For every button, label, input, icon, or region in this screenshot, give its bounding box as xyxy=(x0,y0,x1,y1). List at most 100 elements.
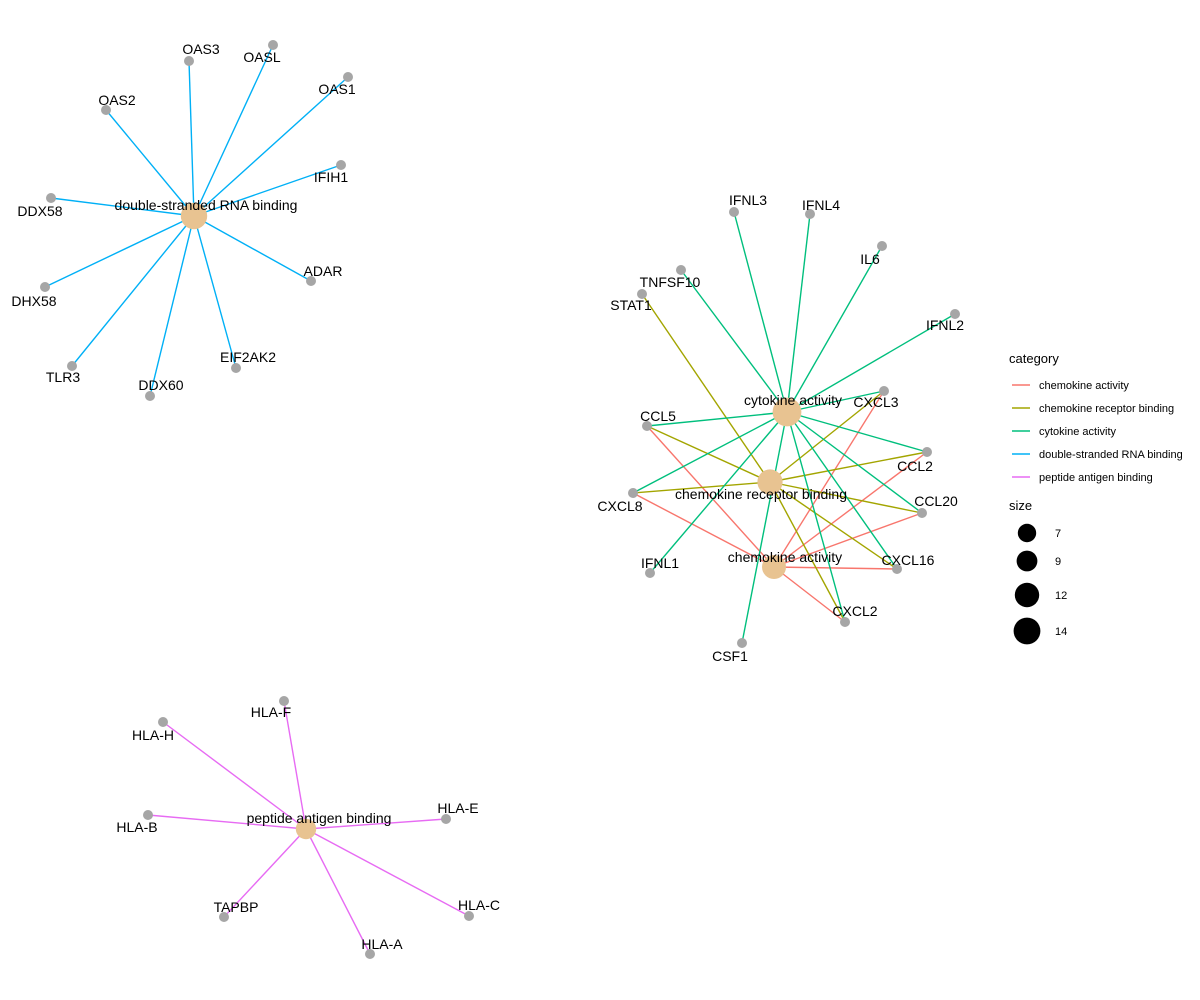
legend-size-label-14: 14 xyxy=(1055,626,1067,638)
gene-label-tapbp: TAPBP xyxy=(214,899,259,915)
edge-cytokine-activity-ifnl2 xyxy=(786,313,956,413)
legend-size-label-9: 9 xyxy=(1055,556,1061,568)
term-label-peptide-antigen-binding: peptide antigen binding xyxy=(247,810,392,826)
edge-cytokine-activity-csf1 xyxy=(741,411,788,644)
edge-cytokine-activity-ifnl3 xyxy=(733,211,788,413)
gene-label-cxcl3: CXCL3 xyxy=(853,394,898,410)
edge-peptide-antigen-binding-hla-h xyxy=(162,721,307,830)
edge-double-stranded-rna-binding-dhx58 xyxy=(44,215,195,288)
network-edges xyxy=(44,44,956,955)
edge-cytokine-activity-ccl2 xyxy=(786,411,928,453)
gene-node-eif2ak2 xyxy=(231,363,241,373)
edge-chemokine-receptor-binding-cxcl2 xyxy=(769,481,846,623)
gene-label-oasl: OASL xyxy=(243,49,281,65)
gene-label-ccl5: CCL5 xyxy=(640,408,676,424)
legend-label-cytokine-activity: cytokine activity xyxy=(1039,426,1117,438)
gene-label-adar: ADAR xyxy=(304,263,343,279)
gene-label-ifnl2: IFNL2 xyxy=(926,317,964,333)
gene-node-stat1 xyxy=(637,289,647,299)
gene-node-hla-a xyxy=(365,949,375,959)
gene-node-ifnl3 xyxy=(729,207,739,217)
edge-double-stranded-rna-binding-ddx58 xyxy=(50,197,195,217)
gene-label-dhx58: DHX58 xyxy=(11,293,56,309)
gene-node-ifnl1 xyxy=(645,568,655,578)
term-node-chemokine-receptor-binding xyxy=(757,469,783,495)
gene-label-cxcl8: CXCL8 xyxy=(597,498,642,514)
edge-peptide-antigen-binding-hla-c xyxy=(305,828,470,917)
legend-size-dot-7 xyxy=(1017,523,1037,543)
gene-node-hla-c xyxy=(464,911,474,921)
gene-node-ifnl4 xyxy=(805,209,815,219)
legend-size-dot-14 xyxy=(1013,617,1041,645)
edge-chemokine-activity-ccl2 xyxy=(773,451,928,568)
term-node-peptide-antigen-binding xyxy=(295,818,317,840)
term-node-chemokine-activity xyxy=(762,555,786,579)
gene-label-tlr3: TLR3 xyxy=(46,369,80,385)
legend-label-chemokine-activity: chemokine activity xyxy=(1039,380,1129,392)
gene-node-tnfsf10 xyxy=(676,265,686,275)
gene-label-ifnl4: IFNL4 xyxy=(802,197,840,213)
gene-node-adar xyxy=(306,276,316,286)
gene-label-hla-b: HLA-B xyxy=(116,819,157,835)
gene-label-ddx60: DDX60 xyxy=(138,377,183,393)
edge-double-stranded-rna-binding-oas1 xyxy=(193,76,349,217)
gene-node-cxcl2 xyxy=(840,617,850,627)
gene-node-cxcl3 xyxy=(879,386,889,396)
edge-cytokine-activity-ifnl1 xyxy=(649,411,788,574)
edge-chemokine-activity-ccl5 xyxy=(646,425,775,568)
edge-cytokine-activity-ifnl4 xyxy=(786,213,811,413)
gene-label-hla-f: HLA-F xyxy=(251,704,291,720)
gene-node-ifnl2 xyxy=(950,309,960,319)
edge-double-stranded-rna-binding-ifih1 xyxy=(193,164,342,217)
gene-label-ccl2: CCL2 xyxy=(897,458,933,474)
edge-chemokine-activity-ccl20 xyxy=(773,512,923,568)
gene-node-hla-f xyxy=(279,696,289,706)
gene-label-hla-c: HLA-C xyxy=(458,897,500,913)
edge-chemokine-receptor-binding-cxcl8 xyxy=(632,481,771,494)
edge-chemokine-receptor-binding-cxcl16 xyxy=(769,481,898,570)
edge-chemokine-receptor-binding-cxcl3 xyxy=(769,390,885,483)
edge-cytokine-activity-cxcl3 xyxy=(786,390,885,413)
term-node-double-stranded-rna-binding xyxy=(180,202,208,230)
legend-category-entries: chemokine activity chemokine receptor bin… xyxy=(1012,380,1183,484)
gene-label-cxcl2: CXCL2 xyxy=(832,603,877,619)
gene-label-ifih1: IFIH1 xyxy=(314,169,348,185)
edge-double-stranded-rna-binding-oas2 xyxy=(105,109,195,217)
gene-label-eif2ak2: EIF2AK2 xyxy=(220,349,276,365)
gene-node-cxcl8 xyxy=(628,488,638,498)
gene-node-hla-b xyxy=(143,810,153,820)
gene-node-oas2 xyxy=(101,105,111,115)
legend-size-dot-12 xyxy=(1014,582,1040,608)
gene-node-csf1 xyxy=(737,638,747,648)
legend-label-chemokine-receptor-binding: chemokine receptor binding xyxy=(1039,403,1174,415)
gene-label-stat1: STAT1 xyxy=(610,297,652,313)
gene-label-oas3: OAS3 xyxy=(182,41,220,57)
gene-node-hla-h xyxy=(158,717,168,727)
term-label-chemokine-activity: chemokine activity xyxy=(728,549,842,565)
edge-peptide-antigen-binding-hla-a xyxy=(305,828,371,955)
gene-node-ccl5 xyxy=(642,421,652,431)
edge-double-stranded-rna-binding-eif2ak2 xyxy=(193,215,237,369)
edge-double-stranded-rna-binding-tlr3 xyxy=(71,215,195,367)
edge-double-stranded-rna-binding-oas3 xyxy=(188,60,195,217)
network-nodes xyxy=(40,40,960,959)
edge-cytokine-activity-cxcl8 xyxy=(632,411,788,494)
term-label-double-stranded-rna-binding: double-stranded RNA binding xyxy=(115,197,298,213)
gene-node-ccl20 xyxy=(917,508,927,518)
legend-label-peptide-antigen-binding: peptide antigen binding xyxy=(1039,472,1153,484)
edge-chemokine-activity-cxcl8 xyxy=(632,492,775,568)
gene-label-ddx58: DDX58 xyxy=(17,203,62,219)
legend-size-label-7: 7 xyxy=(1055,528,1061,540)
gene-label-ifnl1: IFNL1 xyxy=(641,555,679,571)
gene-node-dhx58 xyxy=(40,282,50,292)
gene-node-ccl2 xyxy=(922,447,932,457)
gene-label-ccl20: CCL20 xyxy=(914,493,958,509)
edge-chemokine-activity-cxcl16 xyxy=(773,566,898,570)
edge-peptide-antigen-binding-hla-f xyxy=(283,700,307,830)
edge-cytokine-activity-cxcl2 xyxy=(786,411,846,623)
gene-node-ifih1 xyxy=(336,160,346,170)
